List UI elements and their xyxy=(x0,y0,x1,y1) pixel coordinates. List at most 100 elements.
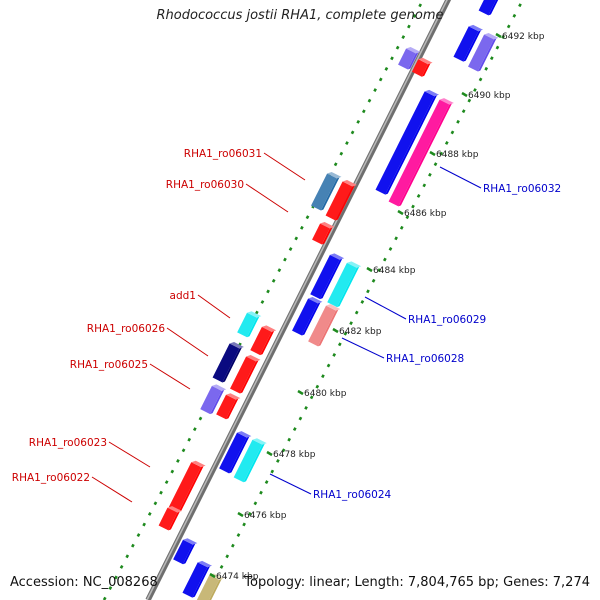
gene-bar-purple-top[interactable] xyxy=(468,32,499,72)
gene-bar-ro06025[interactable] xyxy=(200,384,227,415)
gene-bar-ro06023[interactable] xyxy=(168,460,206,512)
reverse-gene-label[interactable]: RHA1_ro06024 xyxy=(313,489,392,501)
reverse-gene-label[interactable]: RHA1_ro06029 xyxy=(408,314,486,326)
gene-bar-top xyxy=(406,46,421,54)
dotted-track-line xyxy=(102,0,425,600)
gene-bar-top xyxy=(229,342,244,349)
gene-bar-top xyxy=(320,221,335,229)
dotted-track-line xyxy=(202,0,525,600)
gene-bar-side xyxy=(228,436,250,474)
gene-bar-top xyxy=(167,506,182,513)
genome-summary-text: Topology: linear; Length: 7,804,765 bp; … xyxy=(244,575,590,590)
gene-bar-face xyxy=(478,0,497,16)
gene-bar-side xyxy=(407,52,419,70)
gene-bar-side xyxy=(243,443,265,483)
forward-gene-label[interactable]: RHA1_ro06023 xyxy=(29,437,107,449)
gene-bar-side xyxy=(463,30,482,62)
gene-bar-top xyxy=(183,538,198,545)
gene-bar-blue-low[interactable] xyxy=(173,538,198,565)
gene-bar-red-small[interactable] xyxy=(312,221,335,245)
gene-bar-side xyxy=(488,0,499,16)
gene-bar-ro06032a[interactable] xyxy=(375,89,440,195)
gene-bar-purple[interactable] xyxy=(398,46,421,70)
gene-bar-ro06028[interactable] xyxy=(308,304,341,347)
reverse-gene-label[interactable]: RHA1_ro06028 xyxy=(386,353,464,365)
forward-gene-label[interactable]: RHA1_ro06031 xyxy=(184,148,262,160)
gene-bar-ro06026[interactable] xyxy=(212,342,244,383)
tick-mark xyxy=(366,266,373,273)
gene-bar-ro06025b[interactable] xyxy=(216,393,241,420)
tick-mark xyxy=(461,91,468,98)
gene-bar-ro06031[interactable] xyxy=(311,171,342,211)
genes-layer[interactable] xyxy=(158,0,502,600)
accession-text: Accession: NC_008268 xyxy=(10,575,158,590)
gene-bar-blue-mid[interactable] xyxy=(310,253,345,300)
gene-bar-face xyxy=(219,432,247,474)
kbp-tick-label: 6486 kbp xyxy=(404,209,447,219)
gene-bar-face xyxy=(292,298,318,336)
leader-line xyxy=(341,337,385,359)
forward-gene-label[interactable]: add1 xyxy=(170,290,196,302)
gene-bar-top xyxy=(326,304,341,311)
gene-bar-blue-mid2[interactable] xyxy=(292,296,323,336)
tick-mark xyxy=(332,327,339,334)
gene-bar-side xyxy=(222,347,242,383)
gene-bar-red-add1[interactable] xyxy=(250,325,277,356)
gene-bar-blue-edge[interactable] xyxy=(478,0,502,16)
leader-line xyxy=(197,294,231,319)
gene-bar-top xyxy=(468,24,484,32)
forward-gene-label[interactable]: RHA1_ro06025 xyxy=(70,359,148,371)
gene-bar-side xyxy=(385,95,438,195)
gene-bar-top xyxy=(327,171,342,179)
gene-bar-side xyxy=(183,543,196,565)
gene-bar-ro06024a[interactable] xyxy=(219,431,252,474)
backbone xyxy=(145,0,452,600)
gene-bar-ro06024[interactable] xyxy=(233,438,267,483)
gene-bar-side xyxy=(260,330,275,356)
gene-bar-blue-low2[interactable] xyxy=(182,560,213,598)
gene-bar-top xyxy=(418,57,433,65)
gene-bar-face xyxy=(233,439,263,483)
gene-bar-ro06022[interactable] xyxy=(158,506,182,531)
gene-bar-face xyxy=(200,385,222,415)
forward-gene-label[interactable]: RHA1_ro06030 xyxy=(166,179,244,191)
map-title: Rhodococcus jostii RHA1, complete genome xyxy=(156,8,444,23)
kbp-tick-label: 6490 kbp xyxy=(468,91,511,101)
gene-bar-top xyxy=(247,311,262,318)
gene-bar-side xyxy=(398,103,452,207)
gene-bar-add1[interactable] xyxy=(237,311,262,338)
gene-bar-top xyxy=(191,460,206,468)
gene-bar-top xyxy=(211,384,227,391)
tick-mark xyxy=(429,150,436,157)
tick-mark xyxy=(266,450,273,457)
gene-bar-side xyxy=(335,185,355,221)
forward-gene-label[interactable]: RHA1_ro06026 xyxy=(87,323,166,335)
gene-bar-ro06026b[interactable] xyxy=(230,354,261,394)
gene-bar-top xyxy=(308,296,323,304)
gene-bar-side xyxy=(239,360,259,394)
gene-bar-face xyxy=(230,356,256,394)
leader-line xyxy=(263,152,306,181)
leader-line xyxy=(364,296,407,320)
gene-bar-side xyxy=(168,511,180,531)
gene-bar-ro06030[interactable] xyxy=(325,180,357,221)
gene-bar-face xyxy=(158,507,178,531)
gene-bar-ro06029[interactable] xyxy=(327,261,362,308)
gene-bar-red[interactable] xyxy=(411,57,433,77)
gene-bar-face xyxy=(196,575,220,600)
gene-bar-face xyxy=(312,223,330,245)
gene-bar-top xyxy=(484,32,499,40)
gene-bar-blue-top[interactable] xyxy=(453,24,484,62)
forward-gene-label[interactable]: RHA1_ro06022 xyxy=(12,472,90,484)
kbp-tick-label: 6492 kbp xyxy=(502,32,545,42)
gene-bar-ro06032[interactable] xyxy=(388,98,454,207)
leader-line xyxy=(149,363,191,390)
gene-bar-face xyxy=(250,326,272,356)
tick-mark xyxy=(397,209,404,216)
leader-line xyxy=(269,473,312,495)
gene-bar-top xyxy=(329,253,345,260)
gene-bar-top xyxy=(252,438,267,445)
reverse-gene-label[interactable]: RHA1_ro06032 xyxy=(483,183,561,195)
